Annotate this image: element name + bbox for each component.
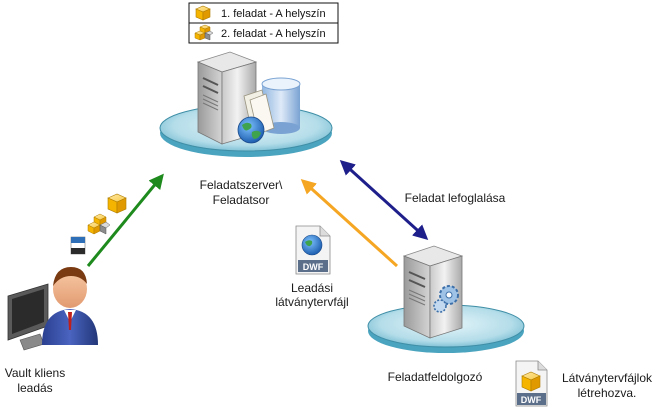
job-queue-box: 1. feladat - A helyszín 2. feladat - A h… [188, 2, 339, 44]
vault-client-label-line2: leadás [17, 381, 52, 395]
reserve-job-arrow [339, 159, 429, 241]
job-processor-node[interactable]: Feladatfeldolgozó [367, 245, 525, 384]
files-created-label-line2: létrehozva. [578, 386, 637, 400]
queue-item-1[interactable]: 1. feladat - A helyszín [195, 5, 326, 21]
files-created-label-line1: Látványtervfájlok [562, 371, 653, 385]
single-cube-icon [195, 5, 211, 21]
job-server-label-line1: Feladatszerver\ [200, 178, 283, 192]
submitted-files-group [70, 193, 127, 255]
vault-client-label-line1: Vault kliens [5, 366, 65, 380]
job-server-label-line2: Feladatsor [213, 193, 270, 207]
user-avatar-icon [42, 267, 98, 345]
created-dwf-badge: DWF [521, 395, 542, 405]
small-dwg-file-icon [70, 236, 86, 255]
stacked-cubes-icon [194, 24, 214, 41]
queue-item-2[interactable]: 2. feladat - A helyszín [194, 24, 326, 41]
job-server-node[interactable]: Feladatszerver\ Feladatsor [159, 51, 333, 207]
queue-item-2-label: 2. feladat - A helyszín [221, 28, 326, 40]
created-dwf-file-icon: DWF [515, 360, 548, 407]
vault-client-node[interactable]: Vault kliens leadás [5, 267, 98, 395]
globe-icon [237, 116, 265, 144]
computer-monitor-icon [7, 283, 49, 351]
queue-item-1-label: 1. feladat - A helyszín [221, 8, 326, 20]
reserve-job-label: Feladat lefoglalása [405, 191, 506, 205]
submit-arrow [86, 173, 164, 267]
dwf-file-icon: DWF [295, 225, 331, 275]
stacked-cubes-file-icon [87, 213, 111, 235]
dwf-badge: DWF [303, 262, 324, 272]
job-processor-label: Feladatfeldolgozó [388, 370, 483, 384]
visual-file-label-line2: látványtervfájl [275, 295, 348, 309]
cube-file-icon [107, 193, 127, 214]
server-tower-icon [196, 51, 258, 145]
gears-icon [433, 285, 459, 313]
visual-file-label-line1: Leadási [291, 281, 333, 295]
